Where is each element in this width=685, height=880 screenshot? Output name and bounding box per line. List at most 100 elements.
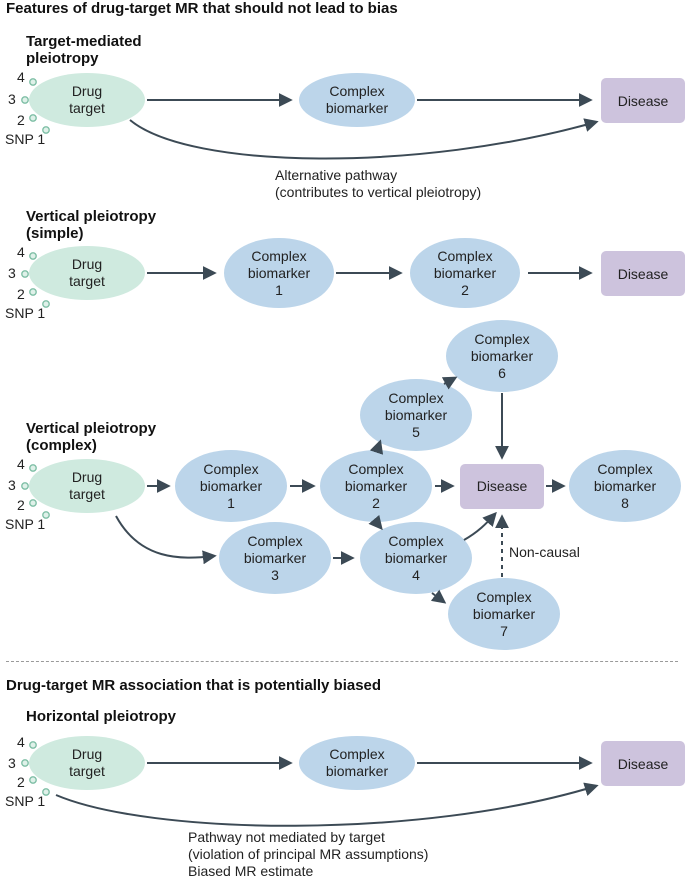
biomarker-label: Complex: [247, 533, 302, 549]
snp-label-3: 3: [8, 91, 16, 107]
disease-node: [601, 741, 685, 786]
snp-group: 4 3 2 SNP 1: [5, 734, 50, 809]
section-divider: [6, 661, 678, 662]
biomarker-label: biomarker: [248, 265, 311, 281]
biomarker-label: biomarker: [434, 265, 497, 281]
snp-dot-icon: [29, 776, 37, 784]
drug-target-node: [29, 459, 145, 513]
biomarker-label: 2: [372, 495, 380, 511]
snp-label-2: 2: [17, 774, 25, 790]
biomarker-label: 4: [412, 567, 420, 583]
biomarker-label: biomarker: [385, 407, 448, 423]
drug-target-label: Drug: [72, 746, 102, 762]
note-line: Biased MR estimate: [188, 863, 314, 879]
snp-dot-icon: [29, 499, 37, 507]
biomarker-label: Complex: [203, 461, 258, 477]
snp-dot-icon: [42, 126, 50, 134]
non-causal-label: Non-causal: [509, 544, 580, 560]
snp-group: 4 3 2 SNP 1: [5, 244, 50, 321]
arrow-b5-to-b6: [441, 376, 458, 390]
biomarker-label: Complex: [474, 331, 529, 347]
snp-label-1: SNP 1: [5, 516, 45, 532]
arrow-b2-to-b5: [369, 439, 384, 455]
biomarker-label: Complex: [388, 390, 443, 406]
note-line: Alternative pathway: [275, 167, 398, 183]
disease-node: [601, 251, 685, 296]
biomarker-node-2: [410, 238, 520, 308]
panel-target-mediated: 4 3 2 SNP 1 Drug target Complex biomarke…: [5, 69, 685, 160]
snp-label-2: 2: [17, 497, 25, 513]
biomarker-label: 7: [500, 623, 508, 639]
biomarker-label: Complex: [476, 589, 531, 605]
panel-title-line: Vertical pleiotropy: [26, 208, 157, 225]
snp-label-4: 4: [17, 244, 25, 260]
biomarker-label: 1: [227, 495, 235, 511]
snp-dot-icon: [21, 482, 29, 490]
snp-label-1: SNP 1: [5, 793, 45, 809]
biomarker-label: biomarker: [385, 550, 448, 566]
snp-dot-icon: [29, 78, 37, 86]
drug-target-node: [29, 246, 145, 300]
snp-dot-icon: [42, 788, 50, 796]
biomarker-node-1: [175, 450, 287, 522]
snp-dot-icon: [29, 114, 37, 122]
panel-title-vertical-complex: Vertical pleiotropy (complex): [26, 420, 156, 454]
drug-target-label: Drug: [72, 83, 102, 99]
biomarker-node-8: [569, 450, 681, 522]
arrow-target-to-b3: [115, 515, 217, 565]
snp-dot-icon: [21, 96, 29, 104]
snp-label-4: 4: [17, 734, 25, 750]
biomarker-node-1: [224, 238, 334, 308]
note-alternative-pathway: Alternative pathway (contributes to vert…: [275, 167, 481, 201]
drug-target-label: target: [69, 100, 105, 116]
snp-dot-icon: [29, 464, 37, 472]
biomarker-label: 5: [412, 424, 420, 440]
panel-title-line: (complex): [26, 437, 97, 454]
section-heading-unbiased: Features of drug-target MR that should n…: [6, 0, 398, 17]
disease-label: Disease: [618, 756, 669, 772]
snp-dot-icon: [29, 252, 37, 260]
panel-title-vertical-simple: Vertical pleiotropy (simple): [26, 208, 156, 242]
panel-title-line: (simple): [26, 225, 84, 242]
biomarker-node: [299, 736, 415, 790]
snp-label-2: 2: [17, 112, 25, 128]
panel-title-target-mediated: Target-mediated pleiotropy: [26, 33, 142, 67]
snp-label-2: 2: [17, 286, 25, 302]
biomarker-label: 1: [275, 282, 283, 298]
snp-dot-icon: [21, 270, 29, 278]
panel-title-horizontal: Horizontal pleiotropy: [26, 708, 176, 725]
snp-label-3: 3: [8, 755, 16, 771]
biomarker-label: biomarker: [473, 606, 536, 622]
note-line: (contributes to vertical pleiotropy): [275, 184, 482, 200]
section-heading-biased: Drug-target MR association that is poten…: [6, 677, 382, 694]
biomarker-node-4: [360, 522, 472, 594]
biomarker-label: 6: [498, 365, 506, 381]
drug-target-label: target: [69, 273, 105, 289]
note-line: Pathway not mediated by target: [188, 829, 385, 845]
biomarker-node-3: [219, 522, 331, 594]
note-horizontal-pathway: Pathway not mediated by target (violatio…: [188, 829, 428, 880]
drug-target-node: [29, 736, 145, 790]
biomarker-label: Complex: [329, 83, 384, 99]
disease-node: [460, 464, 544, 509]
snp-label-1: SNP 1: [5, 305, 45, 321]
biomarker-label: Complex: [329, 746, 384, 762]
snp-label-1: SNP 1: [5, 131, 45, 147]
disease-label: Disease: [618, 93, 669, 109]
biomarker-label: Complex: [597, 461, 652, 477]
snp-label-3: 3: [8, 477, 16, 493]
biomarker-label: biomarker: [200, 478, 263, 494]
biomarker-node: [299, 73, 415, 127]
panel-vertical-complex: 4 3 2 SNP 1 Drug target Complex biomarke…: [5, 320, 681, 650]
arrow-b4-to-disease: [463, 511, 497, 541]
snp-group: 4 3 2 SNP 1: [5, 456, 50, 532]
panel-title-line: pleiotropy: [26, 50, 99, 67]
biomarker-label: biomarker: [594, 478, 657, 494]
biomarker-node-7: [448, 578, 560, 650]
snp-dot-icon: [29, 741, 37, 749]
snp-dot-icon: [42, 511, 50, 519]
biomarker-node-6: [446, 320, 558, 392]
